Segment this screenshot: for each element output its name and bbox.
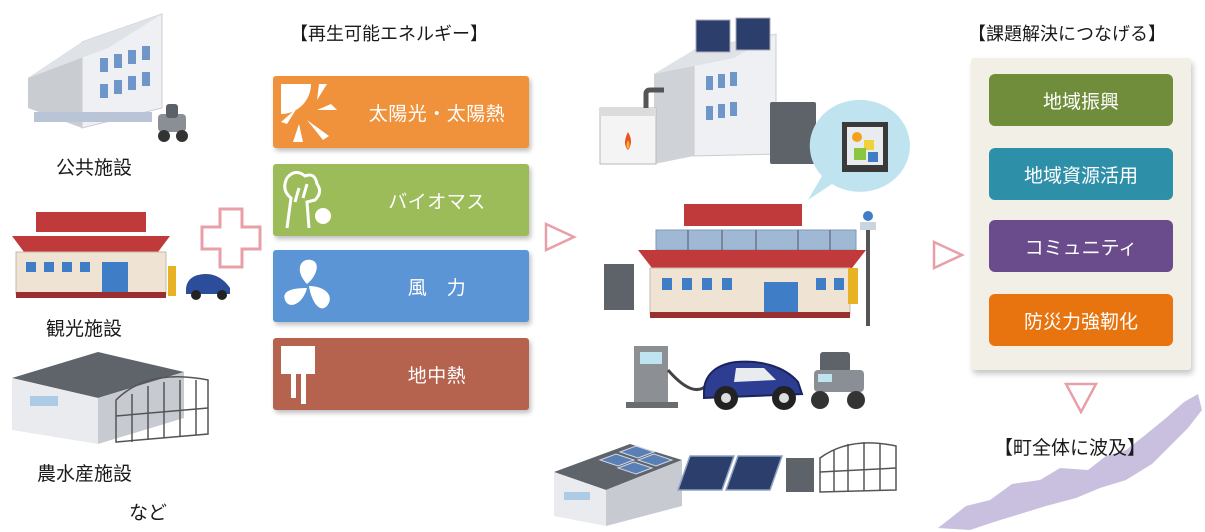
- regional-resource-box: 地域資源活用: [989, 148, 1173, 200]
- geothermal-pipe-icon: [281, 346, 315, 404]
- etc-label: など: [129, 502, 168, 524]
- arrow-down-icon: [1064, 382, 1098, 415]
- ev-charging-illustration: [626, 346, 865, 410]
- solar-label: 太陽光・太陽熱: [368, 102, 506, 125]
- geothermal-energy-card: 地中熱: [273, 338, 529, 410]
- tourism-facility-label: 観光施設: [46, 318, 123, 340]
- agriculture-facility-illustration: [12, 352, 209, 444]
- geothermal-label: 地中熱: [407, 364, 467, 387]
- issues-title: 【課題解決につなげる】: [968, 24, 1166, 45]
- plus-icon: [200, 207, 262, 269]
- public-facility-label: 公共施設: [56, 157, 133, 179]
- monitor-speech-bubble: [808, 99, 910, 200]
- agriculture-solar-illustration: [554, 442, 897, 526]
- disaster-resilience-box: 防災力強靭化: [989, 294, 1173, 346]
- arrow-right-icon: [932, 240, 965, 270]
- battery-storage: [770, 102, 816, 164]
- biomass-label: バイオマス: [388, 190, 486, 213]
- biomass-energy-card: バイオマス: [273, 164, 529, 236]
- public-facility-illustration: [28, 13, 188, 142]
- arrow-right-icon: [544, 222, 577, 252]
- spread-label: 【町全体に波及】: [994, 437, 1147, 459]
- town-map-silhouette: [938, 394, 1202, 530]
- tree-icon: [283, 171, 331, 229]
- agriculture-facility-label: 農水産施設: [37, 463, 133, 485]
- fan-icon: [284, 259, 330, 309]
- wind-energy-card: 風 力: [273, 250, 529, 322]
- tourism-building-solar-illustration: [604, 204, 876, 326]
- public-building-solar-illustration: [599, 17, 792, 165]
- community-box: コミュニティ: [989, 220, 1173, 272]
- regional-revitalization-box: 地域振興: [989, 74, 1173, 126]
- solar-energy-card: 太陽光・太陽熱: [273, 76, 529, 148]
- issues-panel: 地域振興 地域資源活用 コミュニティ 防災力強靭化: [971, 58, 1191, 370]
- tourism-facility-illustration: [12, 212, 230, 300]
- renewable-title: 【再生可能エネルギー】: [290, 24, 488, 45]
- wind-label: 風 力: [407, 276, 467, 299]
- sun-icon: [281, 84, 337, 142]
